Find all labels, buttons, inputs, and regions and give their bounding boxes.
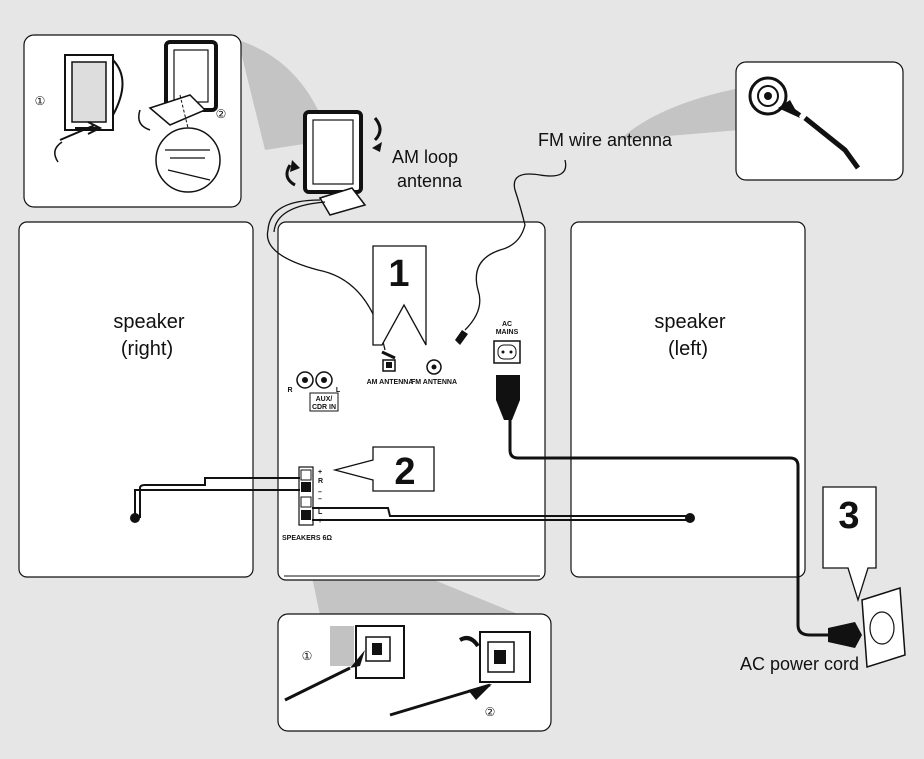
speaker-left-sublabel: (left) — [668, 338, 708, 360]
speaker-right: speaker (right) — [18, 221, 254, 578]
aux-l-label: L — [336, 387, 341, 394]
ac-mains-socket — [493, 340, 521, 364]
fm-antenna-plug — [455, 330, 468, 345]
terminal-minus-2: – — [318, 496, 322, 503]
speaker-wire-left — [312, 507, 690, 521]
ac-power-cord-label: AC power cord — [740, 654, 859, 674]
speaker-right-sublabel: (right) — [121, 338, 173, 360]
aux-sublabel: CDR IN — [312, 404, 336, 411]
aux-label: AUX/ — [316, 396, 333, 403]
aux-cdr-inputs: R L AUX/ CDR IN — [287, 371, 341, 412]
terminal-plus-1: + — [318, 469, 322, 476]
aux-r-label: R — [287, 387, 292, 394]
ac-mains-label: AC — [502, 321, 512, 328]
step-3-callout: 3 — [822, 486, 877, 603]
speaker-step-1-marker: ① — [302, 649, 313, 663]
fm-detail-callout — [735, 61, 904, 181]
am-antenna-wire — [266, 199, 386, 351]
step-3-number: 3 — [838, 495, 859, 537]
ac-plug — [496, 375, 520, 420]
fm-callout-wedge — [620, 88, 740, 140]
am-antenna-label: AM loop — [392, 147, 458, 167]
speaker-terminals: + R – – L + — [298, 466, 323, 526]
ac-power-cord — [508, 420, 828, 637]
speaker-step-2-marker: ② — [485, 705, 496, 719]
am-detail-callout: ① ② — [23, 34, 242, 208]
am-step-2-marker: ② — [216, 107, 227, 121]
fm-antenna-jack — [426, 359, 442, 375]
speakers-impedance-label: SPEAKERS 6Ω — [282, 535, 332, 542]
fm-antenna-label: FM wire antenna — [538, 130, 673, 150]
step-1-number: 1 — [388, 253, 409, 295]
speaker-left: speaker (left) — [570, 221, 806, 578]
terminal-l: L — [318, 509, 323, 516]
step-1-callout: 1 — [372, 245, 427, 346]
terminal-plus-2: + — [318, 518, 322, 525]
fm-jack-label: FM ANTENNA — [411, 379, 457, 386]
speaker-right-label: speaker — [113, 311, 184, 333]
am-step-1-marker: ① — [35, 94, 46, 108]
am-loop-antenna — [285, 110, 382, 216]
ac-mains-sublabel: MAINS — [496, 329, 519, 336]
speaker-wire-right — [134, 477, 300, 518]
speaker-detail-callout: ① ② — [277, 613, 552, 732]
speaker-callout-wedge — [300, 520, 520, 615]
ac-wall-plug — [828, 622, 862, 648]
wall-outlet — [861, 586, 906, 669]
am-jack-label: AM ANTENNA — [367, 379, 414, 386]
terminal-r: R — [318, 478, 323, 485]
am-antenna-jack — [381, 350, 396, 372]
am-antenna-sublabel: antenna — [397, 171, 463, 191]
terminal-minus-1: – — [318, 489, 322, 496]
step-2-callout: 2 — [332, 446, 435, 493]
speaker-left-label: speaker — [654, 311, 725, 333]
fm-antenna-wire — [464, 159, 567, 331]
step-2-number: 2 — [394, 451, 415, 493]
